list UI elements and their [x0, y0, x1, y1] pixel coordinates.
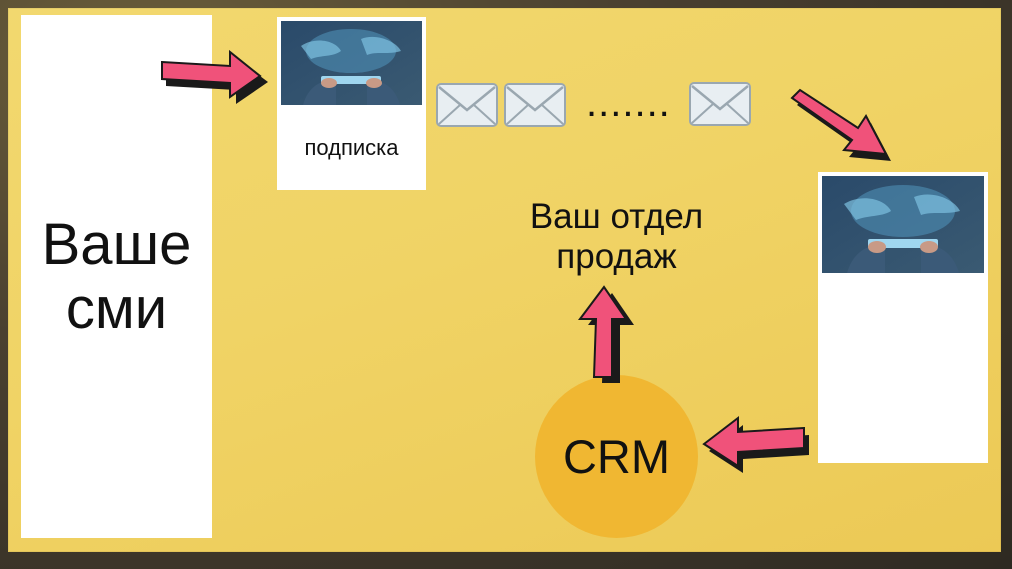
sales-label-line1: Ваш отдел	[529, 197, 704, 236]
sales-label-line2: продаж	[556, 237, 677, 276]
sales-department: Ваш отдел продаж	[500, 197, 733, 277]
arrow-icon	[790, 88, 891, 161]
media-label-line2: сми	[65, 275, 168, 341]
envelope-icon	[689, 82, 751, 126]
subscription-label: подписка	[304, 135, 399, 160]
crm-circle: CRM	[535, 375, 698, 538]
ellipsis: .......	[586, 81, 671, 125]
envelope-icon	[436, 83, 498, 127]
arrow-icon	[578, 285, 634, 383]
tablet-hands-thumbnail	[822, 176, 984, 273]
tablet-hands-thumbnail	[281, 21, 422, 105]
crm-label: CRM	[562, 430, 671, 483]
envelope-icon	[504, 83, 566, 127]
subscription-card: подписка	[277, 17, 426, 190]
media-label: Ваше сми	[41, 211, 192, 341]
arrow-icon	[161, 49, 268, 104]
arrow-icon	[702, 415, 809, 473]
media-box: Ваше сми	[21, 15, 212, 538]
result-card	[818, 172, 988, 463]
media-label-line1: Ваше	[41, 211, 192, 277]
